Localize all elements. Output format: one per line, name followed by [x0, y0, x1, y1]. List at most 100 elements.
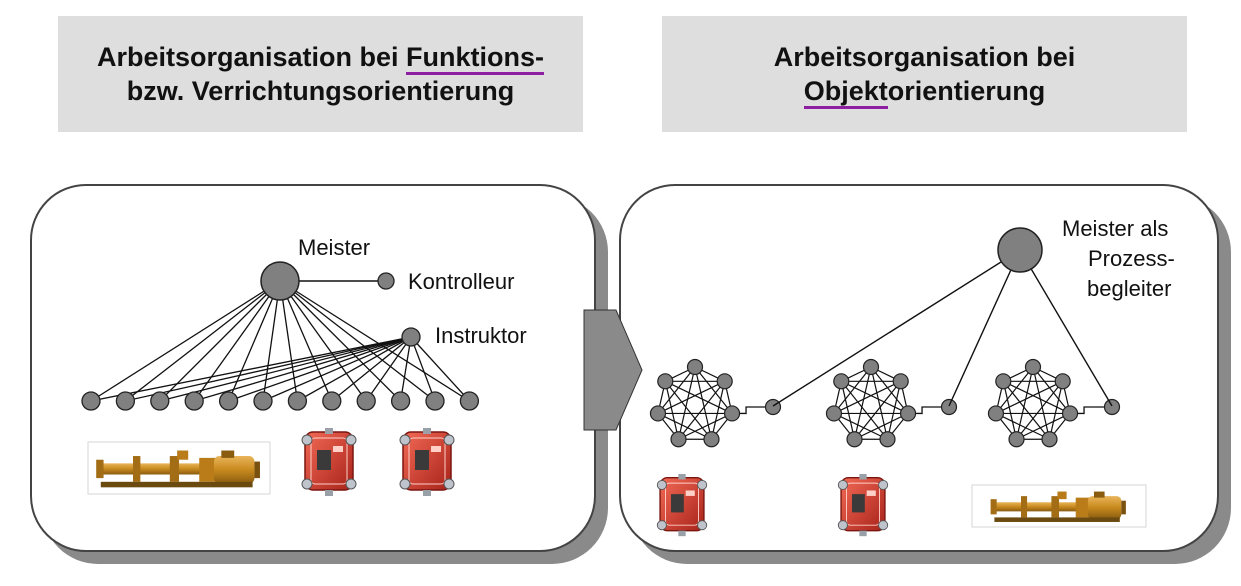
team-member-node: [846, 431, 863, 448]
right-title-line1: Arbeitsorganisation bei: [773, 42, 1076, 72]
team-member-node: [716, 373, 733, 390]
team-link: [1048, 381, 1064, 440]
team-link: [833, 412, 888, 440]
worker-node: [459, 391, 480, 411]
meister-worker-line: [262, 280, 281, 402]
team-member-node: [879, 431, 896, 448]
worker-node: [184, 391, 204, 411]
instruktor-node: [401, 327, 421, 347]
horizontal-pump-image: [87, 441, 271, 495]
worker-node: [356, 391, 376, 411]
meister-label: Meister: [298, 235, 370, 260]
team-lead-node: [940, 398, 958, 416]
meister-worker-line: [279, 280, 402, 402]
team-member-node: [703, 431, 720, 448]
team-member-node: [987, 405, 1005, 422]
worker-node: [390, 391, 411, 411]
team-member-node: [1061, 405, 1079, 422]
meister-worker-line: [279, 280, 299, 402]
team-member-node: [892, 373, 909, 390]
team-link: [694, 366, 713, 440]
team-link: [995, 412, 1050, 440]
instruktor-worker-line: [125, 336, 412, 402]
team-member-node: [723, 405, 741, 422]
left-connection-lines: [90, 280, 470, 402]
team-link: [1015, 366, 1034, 440]
team-member-node: [1024, 358, 1042, 376]
prozessbegleiter-node: [997, 227, 1043, 273]
meister-worker-line: [90, 280, 281, 402]
prozessbegleiter-label-line3: begleiter: [1087, 276, 1171, 301]
worker-node: [150, 391, 170, 411]
team-link: [833, 380, 901, 414]
instruktor-worker-line: [365, 336, 412, 402]
team-member-node: [686, 358, 704, 376]
instruktor-worker-line: [90, 336, 412, 402]
team-link: [854, 412, 909, 440]
left-header: Arbeitsorganisation bei Funktions- bzw. …: [58, 16, 583, 132]
team-member-node: [657, 373, 674, 390]
instruktor-label: Instruktor: [435, 323, 527, 348]
process-arrow-icon: [583, 309, 643, 431]
prozessbegleiter-label-line2: Prozess-: [1088, 246, 1175, 271]
meister-worker-line: [279, 280, 333, 402]
instruktor-worker-line: [297, 336, 412, 402]
team-link: [664, 381, 680, 440]
kontrolleur-label: Kontrolleur: [408, 269, 514, 294]
right-team-groups: [649, 358, 1121, 448]
team-member-node: [995, 373, 1012, 390]
worker-node: [218, 391, 239, 411]
worker-node: [425, 391, 445, 411]
team-link: [870, 366, 909, 414]
team-link: [841, 380, 909, 414]
team-link: [1016, 412, 1071, 440]
team-link: [886, 381, 902, 440]
right-title-underlined: Objekt: [803, 76, 888, 109]
team-link: [1016, 380, 1064, 440]
team-link: [840, 380, 888, 440]
instruktor-worker-line: [399, 336, 412, 402]
left-header-line1: Arbeitsorganisation bei Funktions-: [96, 40, 545, 75]
instruktor-worker-line: [410, 336, 436, 402]
team-link: [1002, 380, 1050, 440]
team-link: [664, 380, 712, 440]
team-link: [677, 366, 696, 440]
left-title-before: Arbeitsorganisation bei: [96, 42, 407, 72]
team-link: [1032, 366, 1071, 414]
meister-worker-line: [279, 280, 367, 402]
team-network: [649, 358, 782, 448]
worker-node: [287, 391, 308, 411]
team-member-node: [1041, 431, 1058, 448]
team-member-node: [825, 405, 843, 422]
team-member-node: [649, 405, 667, 422]
team-network: [987, 358, 1121, 448]
rotary-pump-image: [656, 474, 708, 537]
team-network: [825, 358, 958, 448]
rotary-pump-image: [837, 474, 889, 537]
left-title-underlined: Funktions-: [406, 42, 545, 75]
team-member-node: [833, 373, 850, 390]
worker-node: [115, 391, 136, 411]
left-worker-nodes: [81, 391, 480, 411]
team-link: [710, 381, 726, 440]
team-link: [678, 412, 733, 440]
team-link: [657, 380, 725, 414]
meister-worker-line: [125, 280, 281, 402]
team-link: [694, 366, 733, 414]
team-member-node: [670, 431, 687, 448]
team-lead-node: [764, 398, 782, 416]
instruktor-worker-line: [410, 336, 470, 402]
team-member-node: [1054, 373, 1071, 390]
team-member-node: [862, 358, 880, 376]
team-link: [1032, 366, 1051, 440]
instruktor-worker-line: [331, 336, 412, 402]
right-title-rest: orientierung: [887, 76, 1046, 106]
worker-node: [253, 391, 273, 411]
instruktor-worker-line: [228, 336, 412, 402]
team-lead-node: [1103, 398, 1121, 416]
team-link: [1002, 381, 1018, 440]
meister-worker-line: [193, 280, 281, 402]
team-link: [995, 380, 1063, 414]
left-title-line2: bzw. Verrichtungsorientierung: [126, 76, 515, 106]
meister-node: [260, 261, 300, 301]
